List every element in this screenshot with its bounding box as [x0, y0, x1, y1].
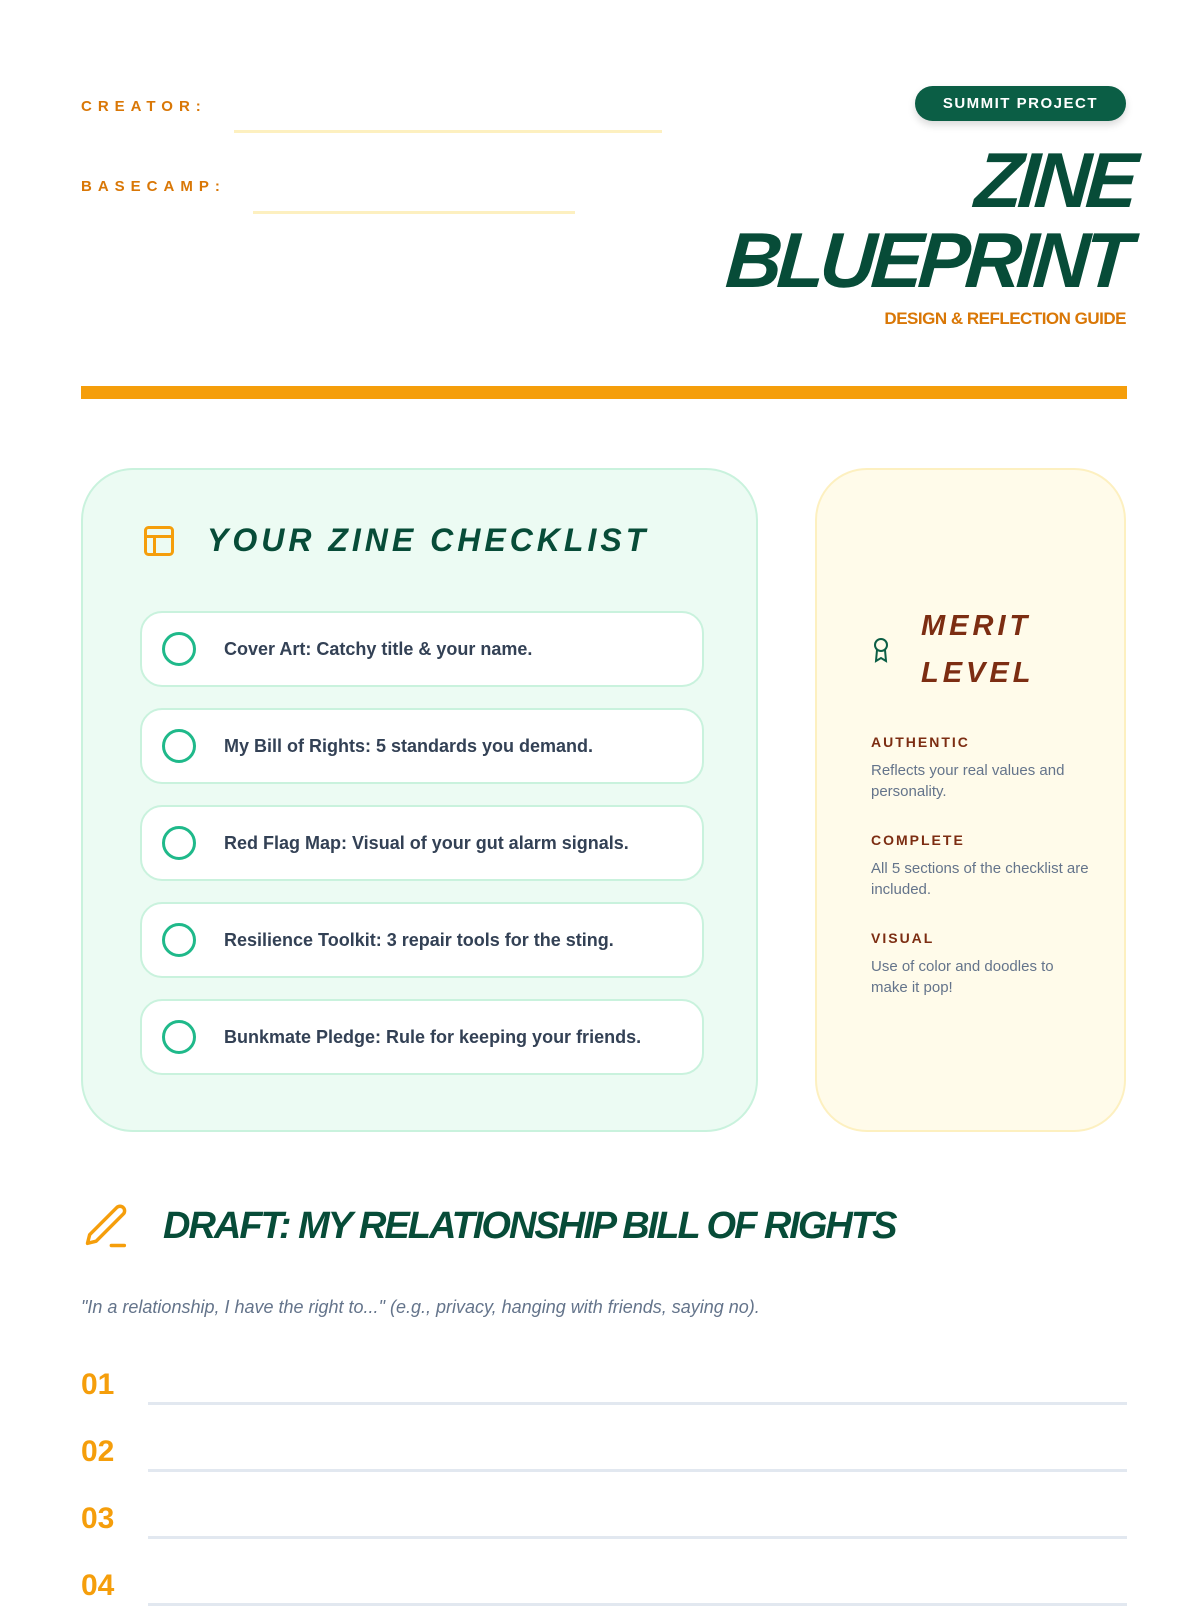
draft-row[interactable]: 02 — [81, 1435, 1127, 1475]
checklist-item-label: My Bill of Rights: 5 standards you deman… — [224, 735, 594, 756]
draft-hint: "In a relationship, I have the right to.… — [81, 1297, 760, 1317]
title-line-2: BLUEPRINT — [722, 216, 1131, 304]
criterion-desc: Use of color and doodles to make it pop! — [871, 958, 1054, 996]
checklist-item-label: Bunkmate Pledge: Rule for keeping your f… — [224, 1026, 642, 1047]
checklist-card: YOUR ZINE CHECKLIST Cover Art: Catchy ti… — [81, 468, 758, 1132]
divider-bar — [81, 386, 1127, 399]
row-number: 01 — [81, 1368, 115, 1401]
award-icon — [874, 638, 888, 663]
criterion-name: AUTHENTIC — [871, 734, 970, 750]
checklist-item[interactable]: Bunkmate Pledge: Rule for keeping your f… — [140, 999, 704, 1075]
layout-icon — [144, 525, 174, 556]
checkbox[interactable] — [162, 1020, 196, 1054]
checklist-title: YOUR ZINE CHECKLIST — [207, 522, 650, 558]
write-line[interactable] — [148, 1536, 1127, 1539]
draft-title: DRAFT: MY RELATIONSHIP BILL OF RIGHTS — [163, 1204, 897, 1247]
checkbox[interactable] — [162, 923, 196, 957]
creator-label: CREATOR: — [81, 98, 207, 115]
criterion-desc: Reflects your real values and personalit… — [871, 762, 1065, 800]
basecamp-field[interactable] — [253, 211, 575, 214]
row-number: 03 — [81, 1502, 115, 1535]
summit-project-badge: SUMMIT PROJECT — [914, 86, 1126, 121]
checklist-item[interactable]: Resilience Toolkit: 3 repair tools for t… — [140, 902, 704, 978]
row-number: 02 — [81, 1435, 115, 1468]
merit-title-line-2: LEVEL — [921, 657, 1035, 689]
checkbox[interactable] — [162, 729, 196, 763]
row-number: 04 — [81, 1569, 115, 1602]
checklist-item[interactable]: Red Flag Map: Visual of your gut alarm s… — [140, 805, 704, 881]
checklist-item-label: Resilience Toolkit: 3 repair tools for t… — [224, 929, 614, 950]
checkbox[interactable] — [162, 826, 196, 860]
draft-row[interactable]: 03 — [81, 1502, 1127, 1542]
creator-field[interactable] — [234, 130, 662, 133]
checklist-item-label: Red Flag Map: Visual of your gut alarm s… — [224, 832, 629, 853]
merit-title-line-1: MERIT — [921, 610, 1032, 642]
checklist-item[interactable]: My Bill of Rights: 5 standards you deman… — [140, 708, 704, 784]
page-subtitle: DESIGN & REFLECTION GUIDE — [884, 309, 1126, 328]
criterion-name: COMPLETE — [871, 832, 965, 848]
criterion: VISUAL Use of color and doodles to make i… — [871, 930, 1091, 998]
write-line[interactable] — [148, 1603, 1127, 1606]
criterion: COMPLETE All 5 sections of the checklist … — [871, 832, 1091, 900]
write-line[interactable] — [148, 1402, 1127, 1405]
checkbox[interactable] — [162, 632, 196, 666]
criterion-name: VISUAL — [871, 930, 935, 946]
checklist-item[interactable]: Cover Art: Catchy title & your name. — [140, 611, 704, 687]
basecamp-label: BASECAMP: — [81, 178, 226, 195]
pencil-icon — [85, 1204, 127, 1248]
checklist-item-label: Cover Art: Catchy title & your name. — [224, 638, 533, 659]
merit-title: MERIT LEVEL — [921, 603, 1034, 697]
draft-row[interactable]: 01 — [81, 1368, 1127, 1408]
title-line-1: ZINE — [972, 136, 1136, 224]
merit-card: MERIT LEVEL AUTHENTIC Reflects your real v… — [815, 468, 1126, 1132]
draft-row[interactable]: 04 — [81, 1569, 1127, 1609]
page-title: ZINE BLUEPRINT — [722, 136, 1136, 304]
criterion: AUTHENTIC Reflects your real values and p… — [871, 734, 1091, 802]
criterion-desc: All 5 sections of the checklist are incl… — [871, 860, 1089, 898]
draft-heading: DRAFT: MY RELATIONSHIP BILL OF RIGHTS — [81, 1200, 897, 1252]
write-line[interactable] — [148, 1469, 1127, 1472]
